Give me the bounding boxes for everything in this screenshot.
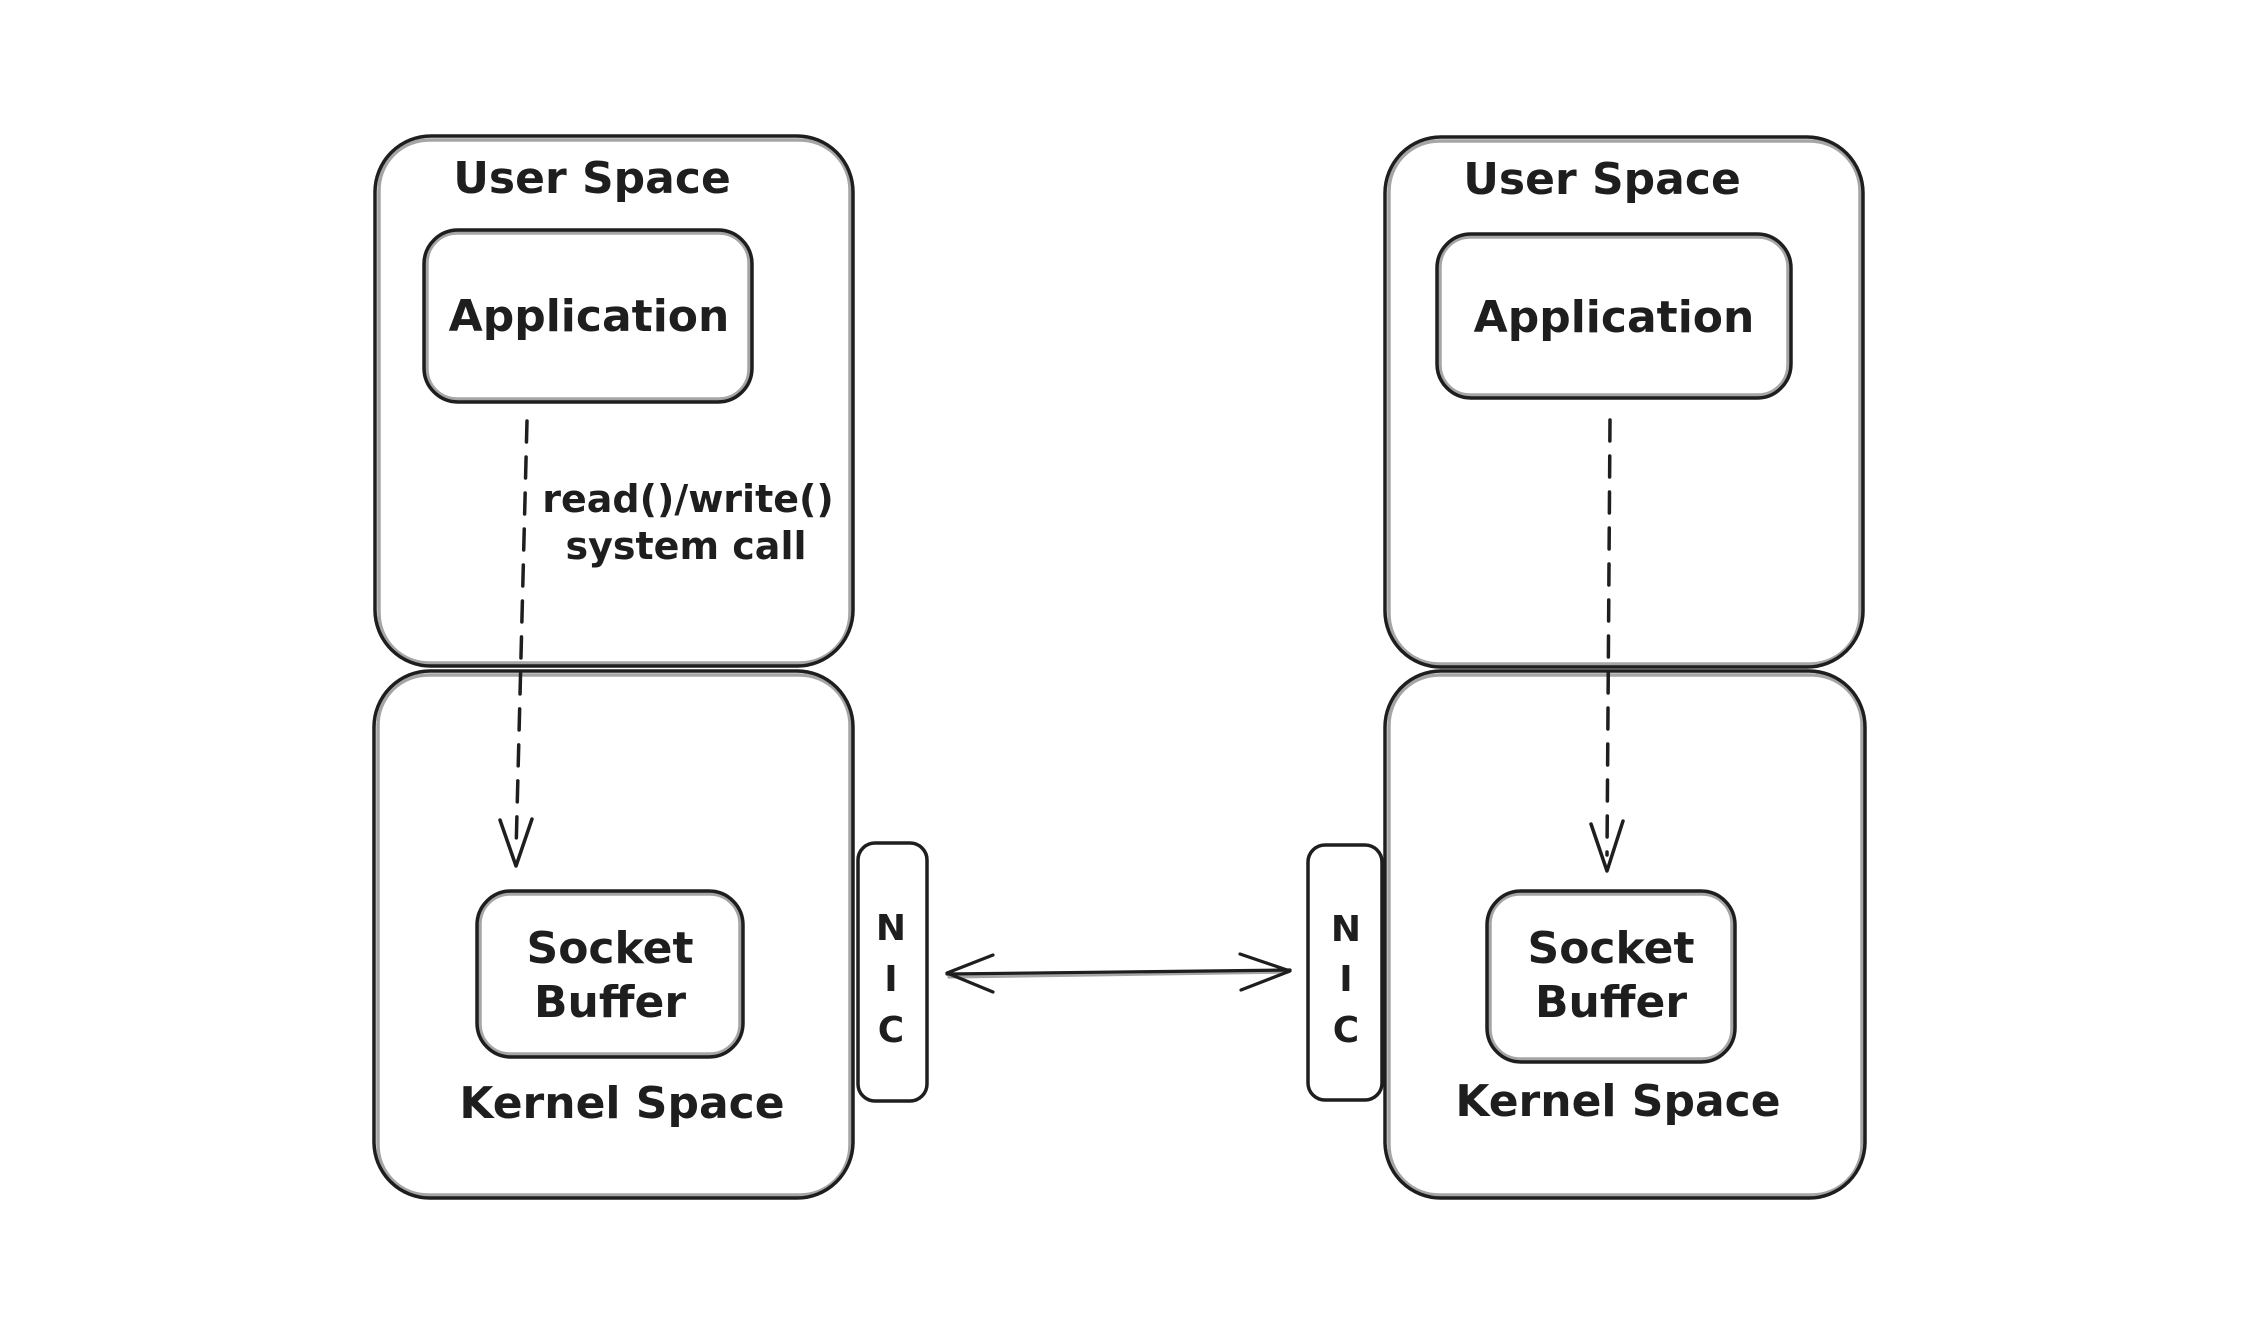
left-application-box-sketch [425,231,751,401]
right-application-box-sketch [1438,235,1790,397]
left-kernel-space-box [372,669,855,1200]
left-system [372,134,929,1200]
left-socket-buffer-box-sketch [478,892,742,1056]
right-socket-buffer-label-line1: Socket [1528,923,1695,974]
right-nic-letter-i: I [1339,959,1352,1000]
left-socket-buffer-box [475,889,745,1059]
right-kernel-space-box [1383,669,1867,1200]
left-application-label: Application [449,291,730,342]
right-nic-box [1306,843,1384,1102]
right-socket-buffer-label-line2: Buffer [1535,977,1687,1028]
right-nic-letter-c: C [1333,1010,1359,1051]
right-application-label: Application [1474,292,1755,343]
right-system [1306,135,1867,1200]
left-kernel-space-box-sketch [376,673,852,1197]
left-user-space-box-sketch [377,138,852,665]
left-user-space-label: User Space [453,153,731,204]
nic-link-line-sketch [947,970,1290,979]
left-syscall-label-line1: read()/write() [542,477,834,521]
left-user-space-box [373,134,855,668]
right-application-box [1435,232,1793,400]
right-kernel-space-box-sketch [1387,673,1864,1197]
left-application-box [422,228,754,404]
left-nic-letter-c: C [878,1010,904,1051]
nic-link-arrow [945,952,1292,994]
right-user-space-label: User Space [1463,154,1741,205]
right-system-labels: User Space Application Socket Buffer Ker… [1331,154,1781,1127]
left-kernel-space-label: Kernel Space [459,1078,784,1129]
left-syscall-arrow-head [498,817,534,868]
left-nic-box [856,841,929,1103]
right-socket-buffer-box-sketch [1488,892,1734,1061]
left-socket-buffer-label-line1: Socket [527,923,694,974]
right-socket-buffer-box [1485,889,1737,1064]
left-syscall-label-line2: system call [566,524,807,568]
right-user-space-box-sketch [1387,139,1862,666]
nic-link-line [945,968,1292,976]
right-nic-letter-n: N [1331,909,1361,950]
left-socket-buffer-label-line2: Buffer [534,977,686,1028]
right-syscall-arrow-line [1605,418,1612,857]
left-nic-letter-n: N [876,908,906,949]
left-nic-letter-i: I [884,959,897,1000]
right-kernel-space-label: Kernel Space [1455,1076,1780,1127]
left-syscall-arrow-line [514,419,529,854]
right-syscall-arrow-head [1589,819,1625,873]
right-user-space-box [1383,135,1865,669]
nic-link-right-arrowhead [1238,952,1292,992]
nic-link-left-arrowhead [945,953,995,994]
left-system-labels: User Space Application read()/write() sy… [449,153,906,1129]
